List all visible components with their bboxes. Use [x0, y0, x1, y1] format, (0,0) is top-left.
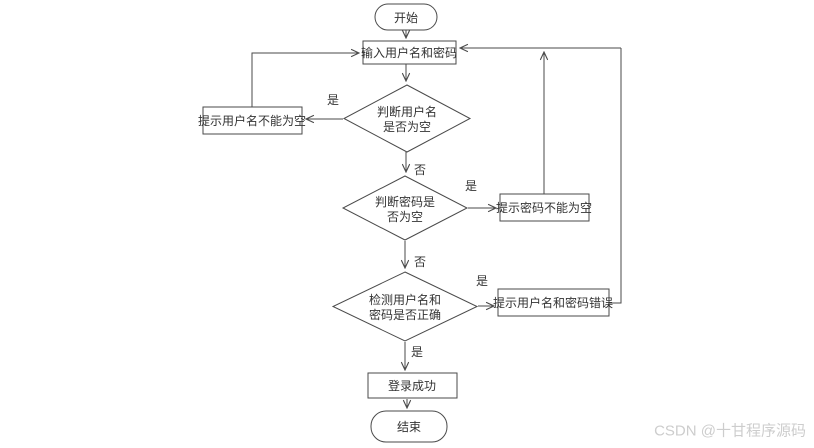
node-prompt-credentials-error: 提示用户名和密码错误 — [493, 288, 613, 317]
label-password-empty-no: 否 — [414, 255, 426, 269]
label-username-empty-yes: 是 — [327, 93, 339, 107]
prompt-credentials-error-shape — [497, 288, 610, 317]
check-password-diamond — [341, 175, 469, 241]
edge-prompt-error-loop — [609, 48, 622, 304]
start-label: 开始 — [394, 11, 418, 25]
prompt-username-empty-label: 提示用户名不能为空 — [198, 113, 306, 128]
check-credentials-label-line2: 密码是否正确 — [369, 307, 441, 322]
node-login-success: 登录成功 — [367, 372, 458, 399]
start-terminator-shape — [374, 3, 438, 31]
input-credentials-shape — [362, 40, 457, 65]
node-check-credentials: 检测用户名和 密码是否正确 — [331, 271, 479, 342]
end-label: 结束 — [397, 420, 421, 434]
prompt-password-empty-label: 提示密码不能为空 — [496, 200, 592, 215]
label-password-empty-yes: 是 — [465, 179, 477, 193]
check-username-diamond — [342, 84, 472, 153]
node-prompt-password-empty: 提示密码不能为空 — [496, 193, 592, 222]
check-credentials-diamond — [331, 271, 479, 342]
node-start: 开始 — [374, 3, 438, 31]
edge-prompt-username-back-to-input — [251, 53, 359, 107]
edges-layer — [251, 30, 622, 408]
check-username-label-line2: 是否为空 — [383, 120, 431, 134]
login-success-label: 登录成功 — [388, 378, 436, 393]
label-username-empty-no: 否 — [414, 163, 426, 177]
node-input-credentials: 输入用户名和密码 — [361, 40, 457, 65]
node-check-username: 判断用户名 是否为空 — [342, 84, 472, 153]
csdn-watermark: CSDN @十甘程序源码 — [654, 423, 806, 440]
prompt-password-empty-shape — [499, 193, 590, 222]
login-success-shape — [367, 372, 458, 399]
label-credentials-check-right: 是 — [476, 274, 488, 288]
prompt-credentials-error-label: 提示用户名和密码错误 — [493, 295, 613, 310]
nodes-layer: 开始 输入用户名和密码 判断用户名 是否为空 提示用户名不能为空 判断密码是 否… — [198, 3, 613, 443]
end-terminator-shape — [370, 410, 448, 443]
node-check-password: 判断密码是 否为空 — [341, 175, 469, 241]
label-credentials-check-down: 是 — [411, 345, 423, 359]
prompt-username-empty-shape — [202, 106, 303, 135]
edge-labels-layer: 是 否 是 否 是 是 — [327, 93, 488, 359]
node-prompt-username-empty: 提示用户名不能为空 — [198, 106, 306, 135]
check-password-label-line1: 判断密码是 — [375, 194, 435, 209]
check-credentials-label-line1: 检测用户名和 — [369, 292, 441, 307]
node-end: 结束 — [370, 410, 448, 443]
check-username-label-line1: 判断用户名 — [377, 104, 437, 119]
input-credentials-label: 输入用户名和密码 — [361, 45, 457, 60]
check-password-label-line2: 否为空 — [387, 210, 423, 224]
